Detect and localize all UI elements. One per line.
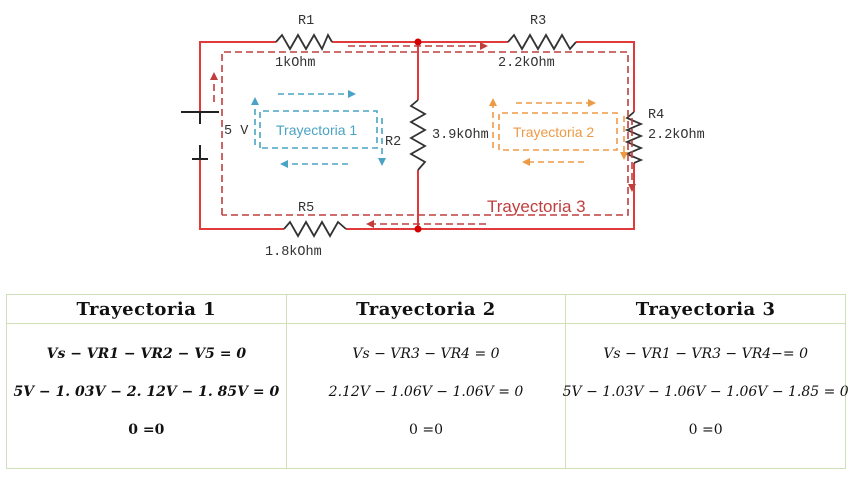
equation-2-kvl: Vs − VR3 − VR4 = 0 bbox=[352, 346, 500, 362]
source-label: 5 V bbox=[224, 124, 249, 139]
equation-1-kvl: Vs − VR1 − VR2 − V5 = 0 bbox=[46, 346, 247, 362]
node-top bbox=[414, 38, 422, 46]
equation-3-result: 0 =0 bbox=[688, 422, 723, 438]
equation-3-kvl: Vs − VR1 − VR3 − VR4−= 0 bbox=[603, 346, 808, 362]
node-bottom bbox=[414, 225, 422, 233]
column-trayectoria-3: Vs − VR1 − VR3 − VR4−= 0 5V − 1.03V − 1.… bbox=[562, 323, 849, 469]
r5-name: R5 bbox=[298, 201, 314, 216]
equation-1-values: 5V − 1. 03V − 2. 12V − 1. 85V = 0 bbox=[13, 384, 280, 400]
resistor-r3 bbox=[507, 33, 577, 51]
path-1-label: Trayectoria 1 bbox=[276, 122, 357, 138]
r5-value: 1.8kOhm bbox=[265, 245, 322, 260]
path-3-label: Trayectoria 3 bbox=[487, 197, 586, 216]
equation-3-values: 5V − 1.03V − 1.06V − 1.06V − 1.85 = 0 bbox=[562, 384, 849, 400]
r2-value: 3.9kOhm bbox=[432, 128, 489, 143]
table-row: Vs − VR1 − VR2 − V5 = 0 5V − 1. 03V − 2.… bbox=[6, 323, 849, 469]
kvl-equations-table: Trayectoria 1 Trayectoria 2 Trayectoria … bbox=[6, 294, 849, 469]
resistor-r5 bbox=[283, 220, 347, 238]
r1-name: R1 bbox=[298, 14, 314, 29]
table-header-row: Trayectoria 1 Trayectoria 2 Trayectoria … bbox=[6, 294, 846, 324]
header-trayectoria-3: Trayectoria 3 bbox=[565, 294, 846, 324]
circuit-diagram: 5 V R1 1kOhm R3 2.2kOhm R2 3.9kOhm R4 2.… bbox=[181, 14, 705, 260]
r4-value: 2.2kOhm bbox=[648, 128, 705, 143]
equation-1-result: 0 =0 bbox=[128, 422, 165, 438]
r1-value: 1kOhm bbox=[275, 56, 316, 71]
header-trayectoria-2: Trayectoria 2 bbox=[285, 294, 567, 324]
column-trayectoria-2: Vs − VR3 − VR4 = 0 2.12V − 1.06V − 1.06V… bbox=[285, 323, 567, 469]
path-1-loop bbox=[251, 90, 386, 168]
r3-name: R3 bbox=[530, 14, 546, 29]
column-trayectoria-1: Vs − VR1 − VR2 − V5 = 0 5V − 1. 03V − 2.… bbox=[6, 323, 287, 469]
equation-2-values: 2.12V − 1.06V − 1.06V = 0 bbox=[328, 384, 524, 400]
voltage-source bbox=[181, 111, 219, 160]
path-2-loop bbox=[489, 98, 628, 166]
r4-name: R4 bbox=[648, 108, 664, 123]
r2-name: R2 bbox=[385, 135, 401, 150]
equation-2-result: 0 =0 bbox=[408, 422, 443, 438]
path-2-label: Trayectoria 2 bbox=[513, 124, 594, 140]
header-trayectoria-1: Trayectoria 1 bbox=[6, 294, 287, 324]
r3-value: 2.2kOhm bbox=[498, 56, 555, 71]
resistor-r2 bbox=[409, 99, 427, 171]
resistor-r1 bbox=[275, 32, 333, 52]
path-3-loop bbox=[210, 42, 636, 228]
resistor-r4 bbox=[624, 111, 644, 164]
